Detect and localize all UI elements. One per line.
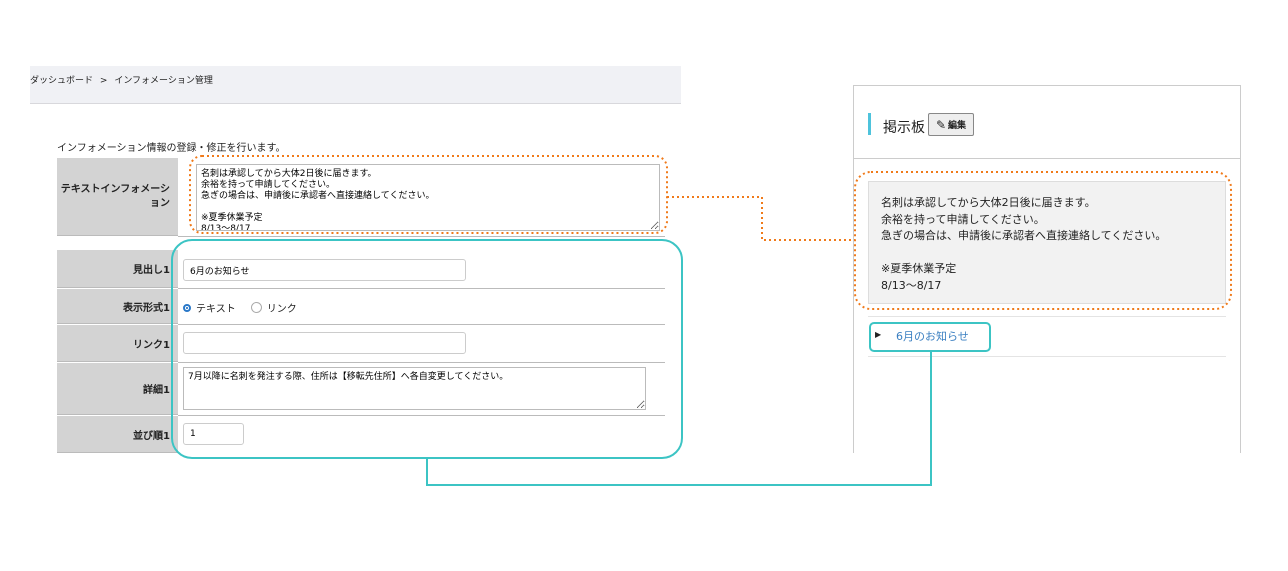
divider [868, 316, 1226, 317]
pencil-icon: ✎ [935, 117, 947, 132]
order-label: 並び順1 [57, 416, 178, 453]
text-info-label: テキストインフォメーション [57, 158, 178, 236]
edit-label: 編集 [948, 121, 967, 131]
bulletin-board-panel [853, 85, 1241, 453]
row-divider [178, 289, 665, 325]
radio-link[interactable] [250, 302, 262, 313]
breadcrumb-current: インフォメーション管理 [114, 76, 213, 86]
breadcrumb-home[interactable]: ダッシュボード [30, 76, 94, 86]
title-accent [868, 113, 871, 135]
detail-textarea[interactable]: 7月以降に名刺を発注する際、住所は【移転先住所】へ各自変更してください。 [183, 367, 646, 410]
text-info-label-text: テキストインフォメーション [60, 183, 170, 209]
row-divider [178, 325, 665, 363]
detail-label: 詳細1 [57, 363, 178, 415]
link-input[interactable] [183, 332, 466, 354]
divider [868, 356, 1226, 357]
radio-text-label[interactable]: テキスト [196, 304, 236, 315]
orange-connector [667, 196, 855, 241]
text-info-textarea[interactable]: 名刺は承認してから大体2日後に届きます。 余裕を持って申請してください。 急ぎの… [196, 164, 660, 231]
row-divider [178, 363, 665, 416]
link-label: リンク1 [57, 325, 178, 362]
caret-right-icon: ▶ [875, 330, 882, 339]
row-divider [178, 158, 665, 237]
edit-button[interactable]: ✎ 編集 [928, 113, 974, 136]
orange-highlight-board [854, 171, 1232, 310]
teal-highlight-board [869, 322, 991, 352]
board-title: 掲示板 [883, 120, 925, 136]
orange-highlight-form [189, 155, 668, 234]
row-divider [178, 250, 665, 289]
breadcrumb: ダッシュボード > インフォメーション管理 [30, 66, 681, 104]
order-input[interactable] [183, 423, 244, 445]
display-format-label: 表示形式1 [57, 289, 178, 324]
board-item-link[interactable]: 6月のお知らせ [896, 330, 969, 343]
divider [853, 158, 1241, 159]
breadcrumb-separator: > [99, 76, 108, 86]
heading-input[interactable] [183, 259, 466, 281]
teal-highlight-form [171, 239, 683, 459]
teal-connector [426, 351, 932, 486]
board-note: 名刺は承認してから大体2日後に届きます。 余裕を持って申請してください。 急ぎの… [868, 181, 1226, 304]
page-description: インフォメーション情報の登録・修正を行います。 [57, 143, 286, 154]
radio-link-label[interactable]: リンク [266, 304, 297, 315]
heading-label: 見出し1 [57, 250, 178, 288]
radio-text[interactable] [183, 303, 191, 312]
